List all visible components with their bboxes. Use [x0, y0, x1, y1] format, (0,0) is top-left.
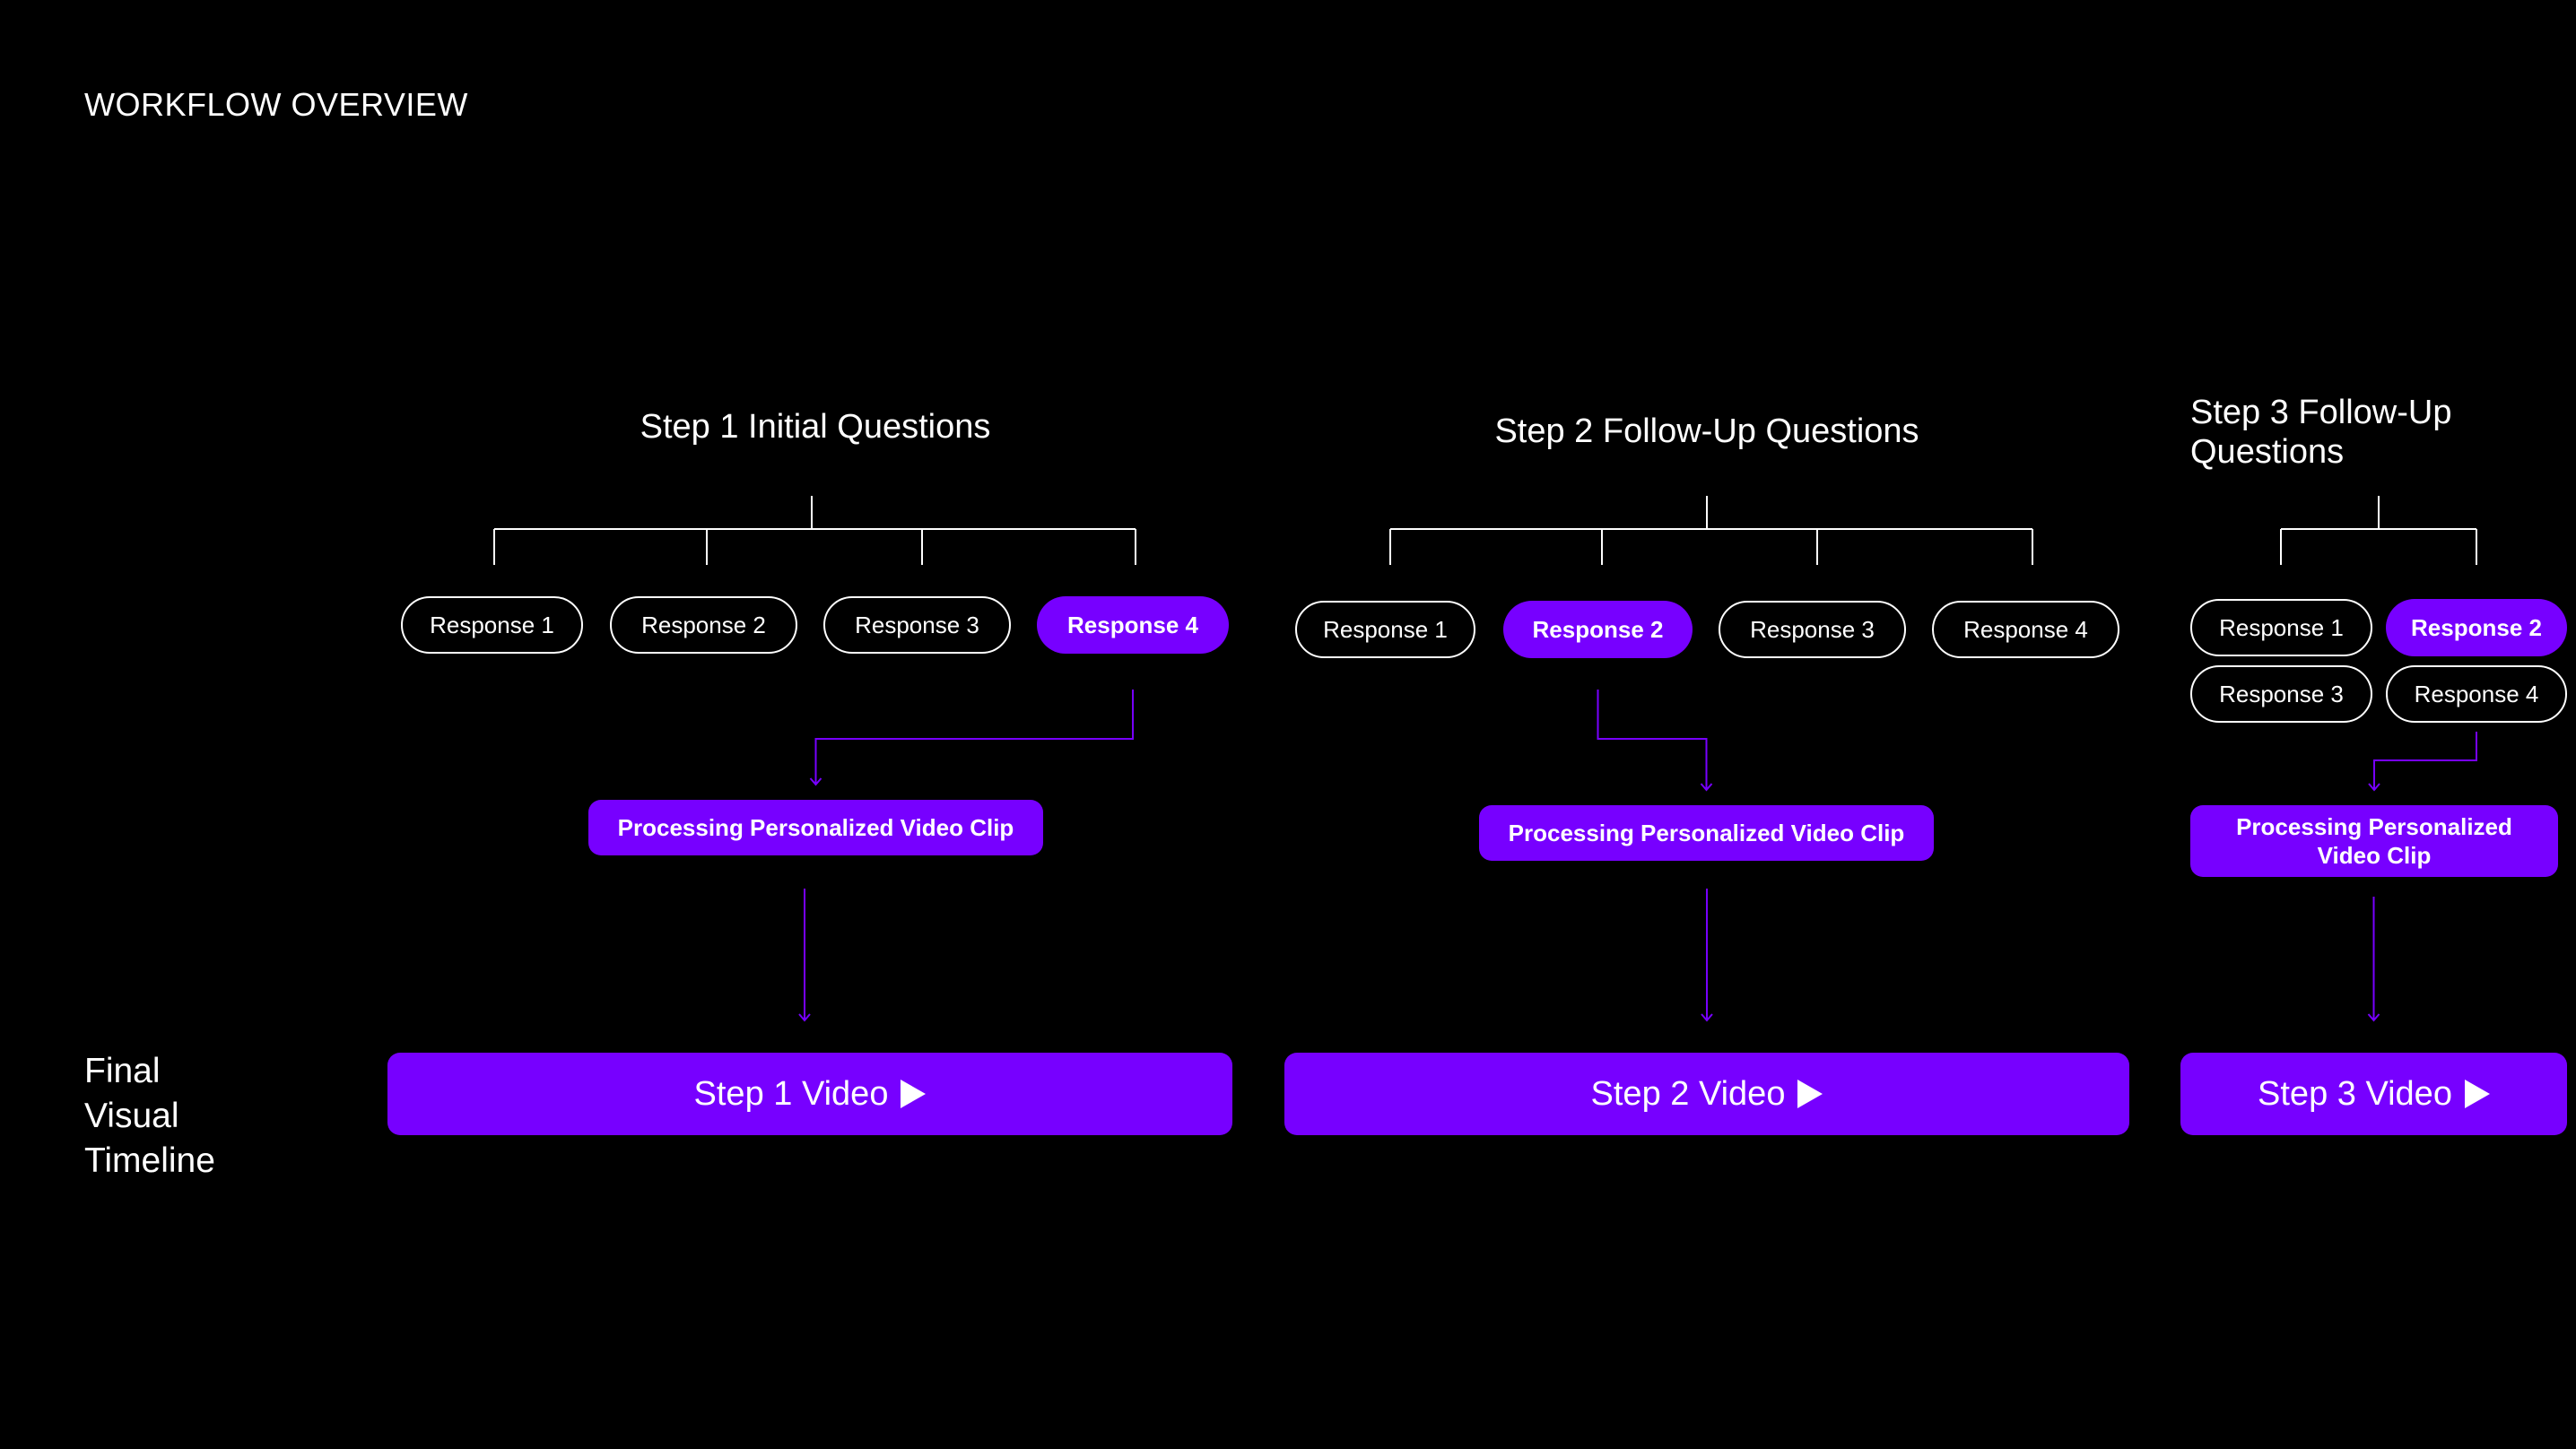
arrow-head-icon [1701, 1013, 1713, 1022]
step-title: Step 1 Initial Questions [640, 408, 991, 446]
step-video-button[interactable]: Step 2 Video [1284, 1053, 2129, 1135]
play-icon [901, 1080, 927, 1108]
processing-status-badge: Processing Personalized Video Clip [1479, 805, 1934, 861]
processing-status-badge: Processing Personalized Video Clip [588, 800, 1043, 855]
response-1-option[interactable]: Response 1 [401, 596, 583, 654]
response-4-option-selected[interactable]: Response 4 [1037, 596, 1229, 654]
selection-connector [814, 690, 1134, 785]
processing-status-badge: Processing Personalized Video Clip [2190, 805, 2558, 877]
final-visual-timeline-label: Final Visual Timeline [84, 1052, 215, 1180]
video-label: Step 3 Video [2258, 1074, 2452, 1113]
response-1-option[interactable]: Response 1 [1295, 601, 1475, 658]
arrow-head-icon [2368, 783, 2380, 792]
step-title: Step 3 Follow-Up Questions [2190, 394, 2452, 471]
video-label: Step 1 Video [693, 1074, 889, 1113]
response-4-option[interactable]: Response 4 [1932, 601, 2119, 658]
response-3-option[interactable]: Response 3 [1719, 601, 1906, 658]
response-2-option[interactable]: Response 2 [610, 596, 797, 654]
step-video-button[interactable]: Step 3 Video [2180, 1053, 2567, 1135]
step-title: Step 2 Follow-Up Questions [1494, 412, 1919, 450]
response-2-option-selected[interactable]: Response 2 [1503, 601, 1693, 658]
play-icon [2464, 1080, 2490, 1108]
response-4-option[interactable]: Response 4 [2386, 665, 2567, 723]
selection-connector [2373, 732, 2477, 790]
arrow-head-icon [809, 777, 822, 786]
response-2-option-selected[interactable]: Response 2 [2386, 599, 2567, 656]
step-video-button[interactable]: Step 1 Video [387, 1053, 1232, 1135]
response-3-option[interactable]: Response 3 [2190, 665, 2372, 723]
response-1-option[interactable]: Response 1 [2190, 599, 2372, 656]
selection-connector [1597, 690, 1708, 790]
page-title: WORKFLOW OVERVIEW [84, 86, 468, 123]
play-icon [1797, 1080, 1823, 1108]
response-3-option[interactable]: Response 3 [823, 596, 1011, 654]
video-label: Step 2 Video [1590, 1074, 1786, 1113]
arrow-head-icon [1700, 783, 1713, 792]
arrow-head-icon [2367, 1013, 2380, 1022]
arrow-head-icon [798, 1013, 811, 1022]
